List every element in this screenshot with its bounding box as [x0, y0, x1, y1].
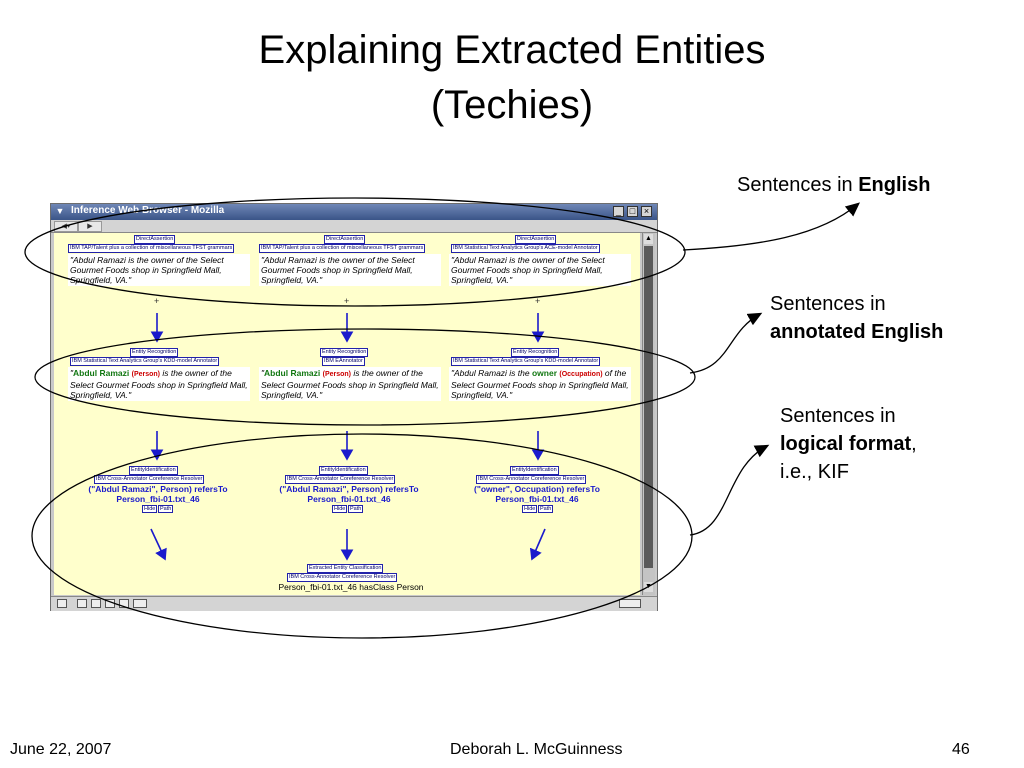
footer-author: Deborah L. McGuinness [450, 741, 623, 758]
window-menu-icon[interactable]: ▼ [55, 206, 65, 216]
col1-row2-text: "Abdul Ramazi (Person) is the owner of t… [68, 367, 250, 401]
col3-row3-label[interactable]: EntityIdentification [510, 466, 559, 475]
col3-row2-text: "Abdul Ramazi is the owner (Occupation) … [449, 367, 631, 401]
minimize-icon[interactable]: _ [613, 206, 624, 217]
arrow-col1-c [150, 528, 167, 561]
col1-row1-text: "Abdul Ramazi is the owner of the Select… [68, 254, 250, 286]
mail-icon[interactable] [77, 599, 87, 608]
scroll-up-icon[interactable]: ▲ [644, 234, 653, 244]
col2-row2-entity: Abdul Ramazi [264, 368, 321, 378]
col1-row2-quote: " [70, 368, 74, 378]
close-icon[interactable]: × [641, 206, 652, 217]
footer-date: June 22, 2007 [10, 741, 112, 758]
slide-title-line2: (Techies) [430, 83, 594, 127]
footer-page-number: 46 [952, 741, 970, 758]
conclusion-source[interactable]: IBM Cross-Annotator Coreference Resolver [287, 573, 398, 582]
security-lock-icon[interactable] [619, 599, 641, 608]
col3-row2-type: (Occupation) [559, 371, 603, 378]
col2-row1-text: "Abdul Ramazi is the owner of the Select… [259, 254, 441, 286]
col2-row2-type: (Person) [322, 371, 352, 378]
arrow-col3-c [529, 528, 546, 561]
col2-row2-text: "Abdul Ramazi (Person) is the owner of t… [259, 367, 441, 401]
col2-row3-kif1: ("Abdul Ramazi", Person) refersTo [279, 484, 419, 494]
col2-row2-quote: " [261, 368, 265, 378]
col2-row2-rest: is the owner of the Select Gourmet Foods… [261, 368, 439, 400]
col3-row2-quote: "Abdul Ramazi is the [451, 368, 532, 378]
col2-hide-button[interactable]: Hide [332, 505, 348, 513]
curve-arrow-logical [689, 444, 770, 536]
col1-row2-source[interactable]: IBM Statistical Text Analytics Group's K… [70, 357, 220, 366]
proof-arrows [150, 313, 546, 561]
address-book-icon[interactable] [119, 599, 129, 608]
scrollbar-thumb[interactable] [644, 246, 653, 568]
col1-row1-label[interactable]: DirectAssertion [134, 235, 176, 244]
col1-row1-source[interactable]: IBM TAP/Talent plus a collection of misc… [68, 244, 235, 253]
ellipse-english [24, 197, 686, 307]
navigator-icon[interactable] [57, 599, 67, 608]
col2-expand-icon[interactable]: + [344, 296, 350, 306]
col3-hide-button[interactable]: Hide [522, 505, 538, 513]
annotation-english: Sentences in English [737, 171, 930, 199]
annotation-annotated: Sentences in annotated English [770, 290, 943, 346]
col2-row3-source[interactable]: IBM Cross-Annotator Coreference Resolver [285, 475, 396, 484]
network-status-icon[interactable] [133, 599, 147, 608]
col1-row3-source[interactable]: IBM Cross-Annotator Coreference Resolver [94, 475, 205, 484]
ellipse-logical [31, 433, 693, 639]
annotation-annotated-line1: Sentences in [770, 293, 886, 315]
browser-window: ▼ Inference Web Browser - Mozilla _ □ × … [50, 203, 658, 611]
status-bar [51, 596, 657, 611]
annotation-logical: Sentences in logical format, i.e., KIF [780, 402, 917, 486]
col1-row3-kif2: Person_fbi-01.txt_46 [116, 494, 200, 504]
col3-expand-icon[interactable]: + [535, 296, 541, 306]
composer-icon[interactable] [91, 599, 101, 608]
col3-row3-source[interactable]: IBM Cross-Annotator Coreference Resolver [476, 475, 587, 484]
curve-arrow-annotated [689, 312, 763, 374]
maximize-icon[interactable]: □ [627, 206, 638, 217]
slide-title-line1: Explaining Extracted Entities [258, 28, 766, 72]
annotation-english-prefix: Sentences in [737, 174, 859, 196]
col1-row2-label[interactable]: Entity Recognition [130, 348, 179, 357]
annotation-english-bold: English [858, 174, 931, 196]
annotation-logical-line1: Sentences in [780, 405, 896, 427]
col3-path-button[interactable]: Path [538, 505, 554, 513]
col3-row2-rest: of the Select Gourmet Foods shop in Spri… [451, 368, 629, 400]
conclusion-text: Person_fbi-01.txt_46 hasClass Person [278, 582, 424, 592]
col1-row3-label[interactable]: EntityIdentification [129, 466, 178, 475]
col1-hide-button[interactable]: Hide [142, 505, 158, 513]
ellipse-annotated [34, 328, 696, 426]
annotation-annotated-bold: annotated English [770, 321, 944, 343]
annotation-logical-line3: i.e., KIF [780, 461, 849, 483]
col3-row2-source[interactable]: IBM Statistical Text Analytics Group's K… [451, 357, 601, 366]
col3-row2-entity: owner [531, 368, 558, 378]
col1-row3-kif1: ("Abdul Ramazi", Person) refersTo [88, 484, 228, 494]
col2-path-button[interactable]: Path [348, 505, 364, 513]
col1-row2-rest: is the owner of the Select Gourmet Foods… [70, 368, 248, 400]
col3-row3-kif1: ("owner", Occupation) refersTo [474, 484, 600, 494]
annotation-logical-bold: logical format [780, 433, 912, 455]
col1-path-button[interactable]: Path [158, 505, 174, 513]
col2-row3-label[interactable]: EntityIdentification [319, 466, 368, 475]
col1-expand-icon[interactable]: + [154, 296, 160, 306]
col2-row2-label[interactable]: Entity Recognition [320, 348, 369, 357]
col1-row2-type: (Person) [131, 371, 161, 378]
annotation-logical-comma: , [911, 433, 917, 455]
col2-row1-label[interactable]: DirectAssertion [324, 235, 366, 244]
col2-row2-source[interactable]: IBM EAnnotator [322, 357, 365, 366]
col3-row2-label[interactable]: Entity Recognition [511, 348, 560, 357]
forward-icon[interactable]: ▶ [78, 221, 102, 232]
curve-arrow-english [682, 202, 860, 251]
col2-row1-source[interactable]: IBM TAP/Talent plus a collection of misc… [259, 244, 426, 253]
col2-row3-kif2: Person_fbi-01.txt_46 [307, 494, 391, 504]
col3-row1-text: "Abdul Ramazi is the owner of the Select… [449, 254, 631, 286]
col3-row1-label[interactable]: DirectAssertion [515, 235, 557, 244]
col1-row2-entity: Abdul Ramazi [73, 368, 130, 378]
conclusion-label[interactable]: Extracted Entity Classification [307, 564, 384, 573]
col3-row1-source[interactable]: IBM Statistical Text Analytics Group's A… [451, 244, 600, 253]
col3-row3-kif2: Person_fbi-01.txt_46 [495, 494, 579, 504]
